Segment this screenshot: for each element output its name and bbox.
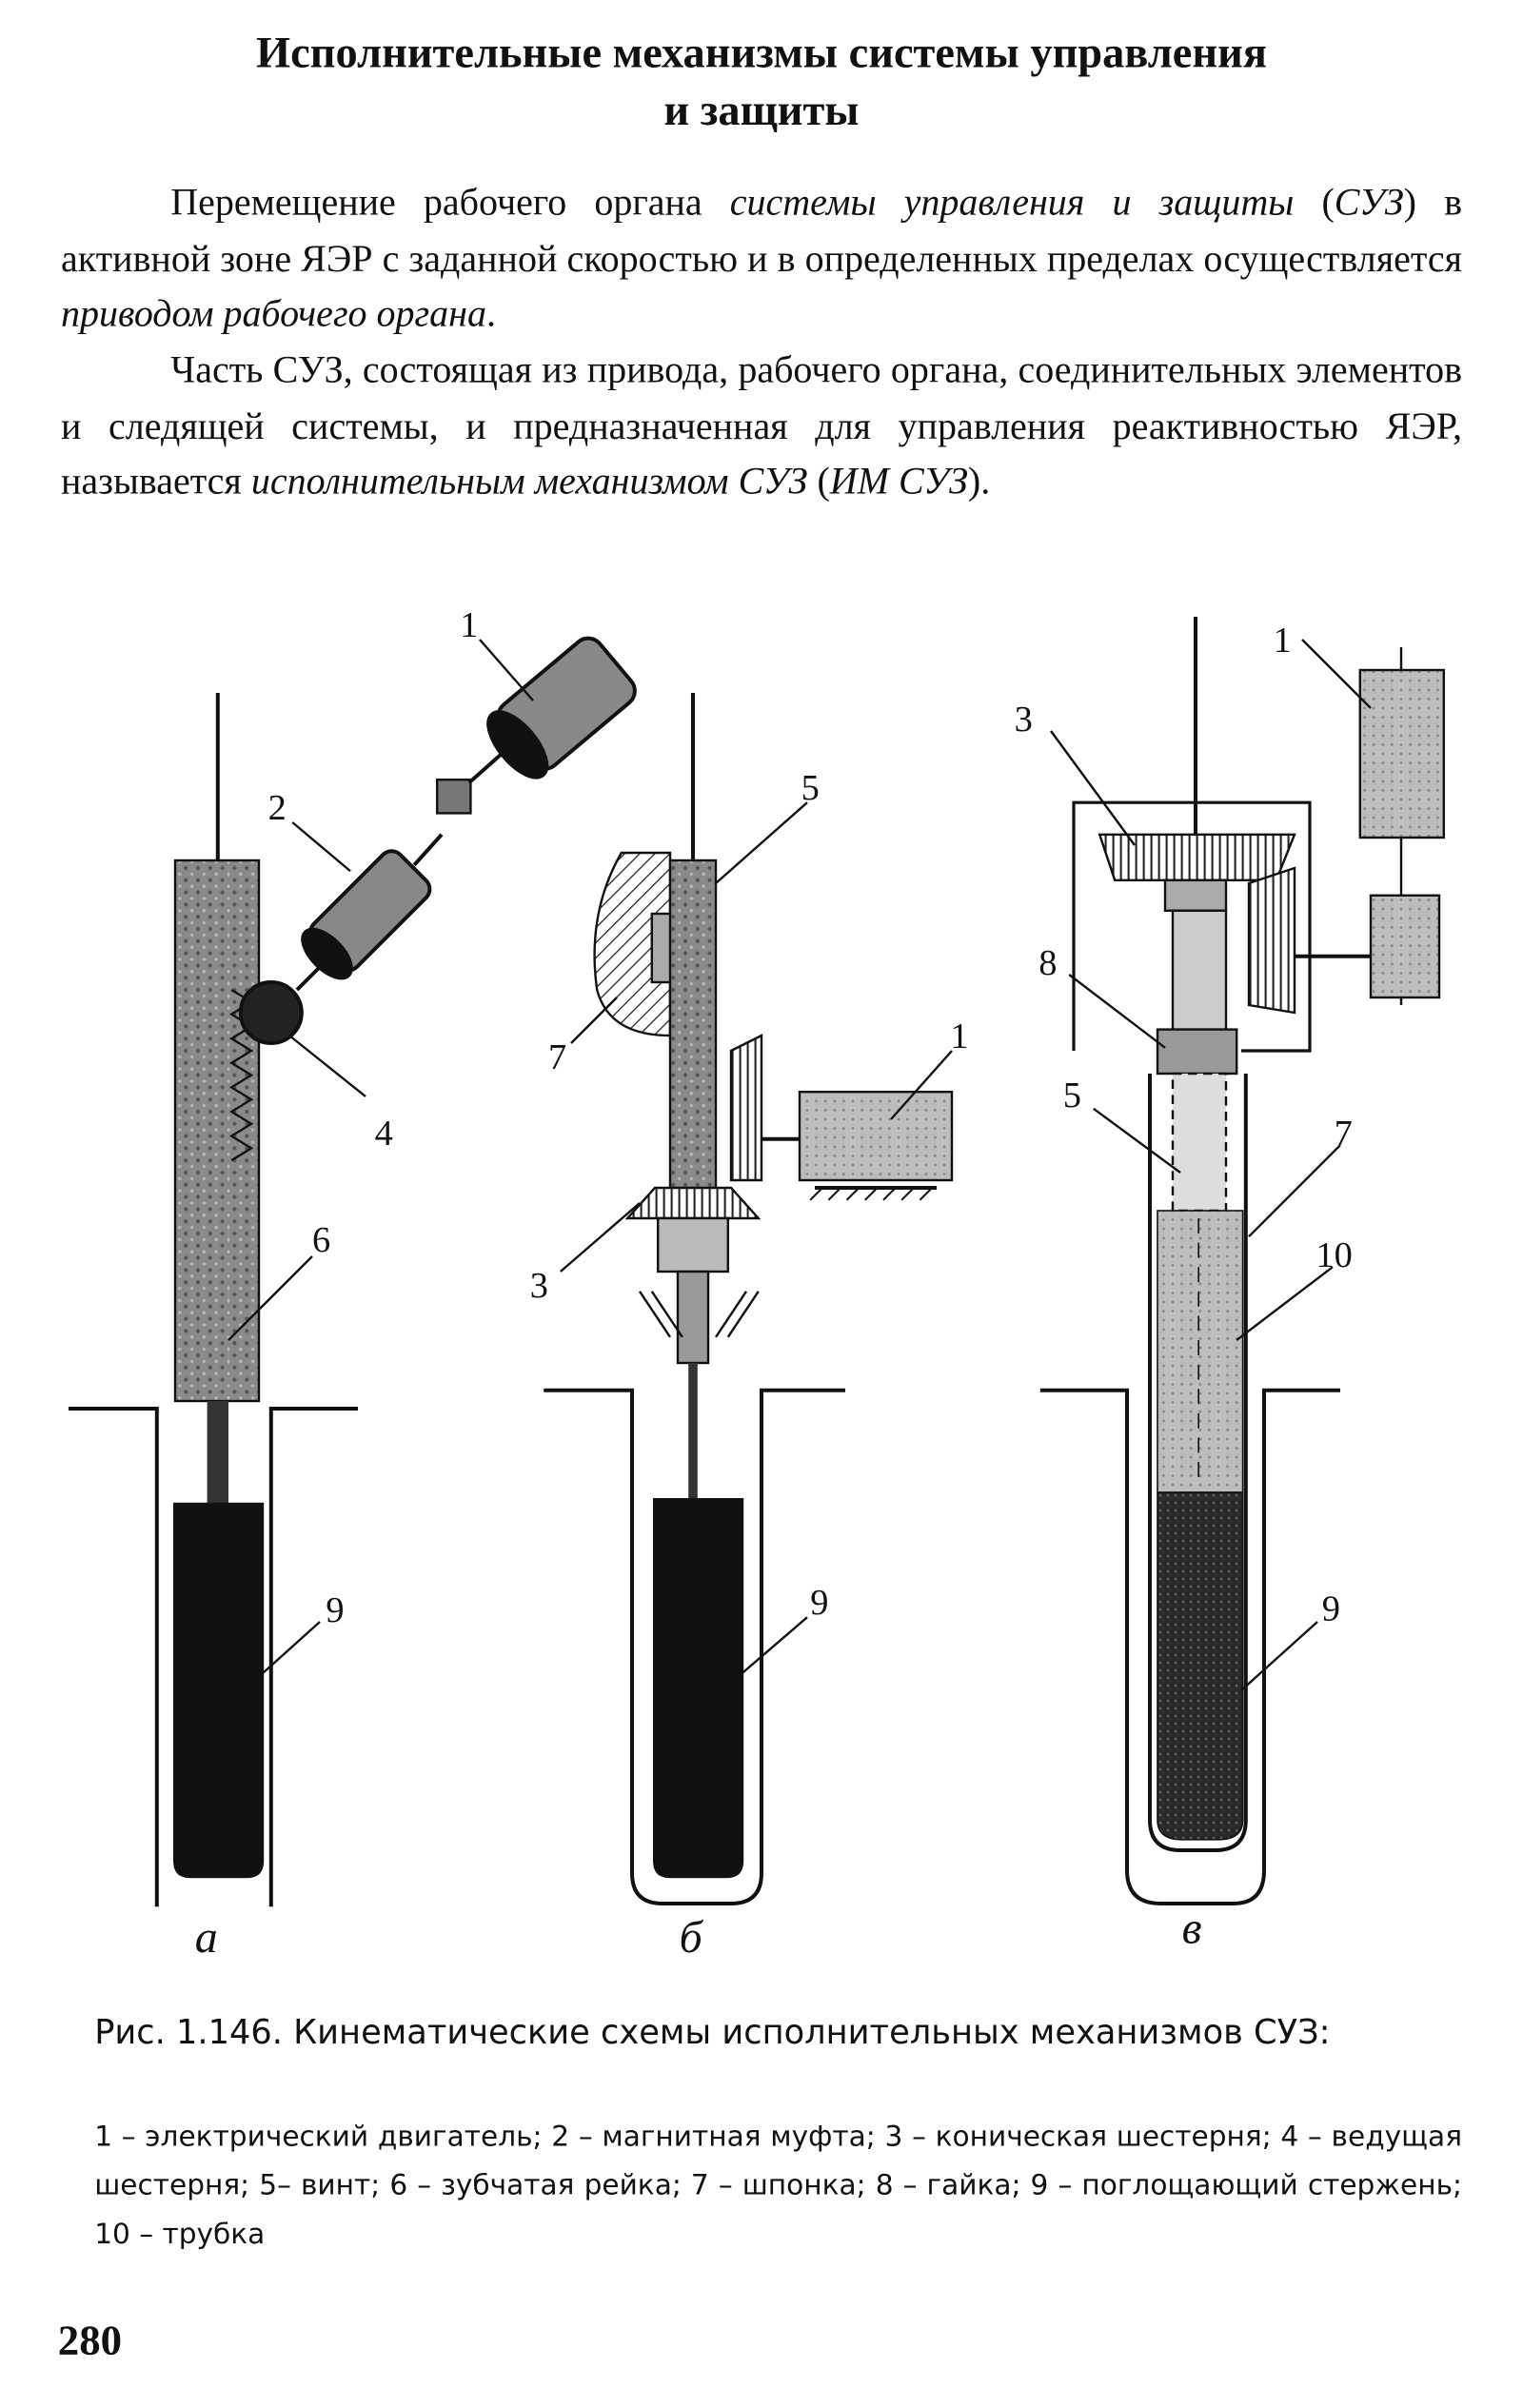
tube-channel-c [1148,1074,1248,1853]
drive-gear [238,980,304,1046]
electric-motor-a [486,636,637,780]
text: ( [807,461,830,503]
magnetic-coupling [301,849,432,980]
term: исполнительным механизмом СУЗ [250,461,808,503]
screw-c [1171,1072,1228,1213]
page-title: Исполнительные механизмы системы управле… [61,25,1462,141]
text: . [486,293,496,335]
page-number: 280 [57,2318,122,2365]
label-b-5: 5 [801,768,820,808]
label-a-1: 1 [460,605,478,645]
absorber-rod-c [1157,1491,1244,1841]
text: ( [1294,183,1335,225]
label-c-5: 5 [1063,1076,1081,1115]
figure-caption-title: Рис. 1.146. Кинематические схемы исполни… [94,2014,1331,2053]
nut [1156,1028,1238,1076]
subfigure-label-b: б [680,1912,704,1963]
scheme-c [1039,617,1446,1906]
label-c-9: 9 [1322,1589,1340,1628]
text: ) в активной зоне ЯЭР с заданной скорост… [61,183,1462,280]
label-a-4: 4 [375,1114,393,1154]
term: системы управления и защиты [729,183,1295,225]
label-c-7: 7 [1335,1114,1353,1154]
label-a-9: 9 [326,1590,344,1630]
term: ИМ СУЗ [829,461,968,503]
label-c-3: 3 [1015,700,1033,740]
bevel-gear-b [624,1186,762,1220]
absorber-rod-b [653,1498,744,1879]
label-b-1: 1 [950,1016,968,1056]
label-c-10: 10 [1315,1235,1352,1275]
label-c-1: 1 [1274,621,1292,661]
absorber-rod-a [173,1502,265,1879]
title-line-1: Исполнительные механизмы системы управле… [256,29,1267,78]
term: приводом рабочего органа [61,293,486,335]
kinematic-schemes-figure: 1 2 4 6 9 а 5 7 1 3 9 б 1 3 8 5 7 10 9 в [69,605,1446,1963]
electric-motor-c [1358,668,1446,839]
label-b-3: 3 [530,1266,548,1306]
screw-b [668,859,718,1205]
label-b-9: 9 [810,1583,828,1623]
subfigure-label-a: а [195,1912,218,1963]
paragraph-2: Часть СУЗ, состоящая из привода, рабочег… [61,345,1462,511]
text: Перемещение рабочего органа [170,183,730,225]
paragraph-1: Перемещение рабочего органа системы упра… [61,177,1462,344]
key [593,851,672,1037]
figure-caption-legend: 1 – электрический двигатель; 2 – магнитн… [94,2121,1463,2251]
toothed-rack [173,859,261,1403]
electric-motor-b [798,1091,954,1182]
title-line-2: и защиты [663,87,860,136]
tube [1157,1210,1244,1493]
label-a-6: 6 [312,1220,330,1260]
label-c-8: 8 [1038,943,1057,983]
text: Часть СУЗ, состоящая из привода, рабочег… [61,350,1463,503]
label-a-2: 2 [268,788,287,828]
scheme-a [69,636,637,1907]
label-b-7: 7 [548,1037,566,1077]
term: СУЗ [1334,183,1404,225]
bevel-gear-c [1098,833,1296,882]
subfigure-label-c: в [1182,1904,1202,1954]
text: ). [967,461,991,503]
scheme-b [544,693,954,1906]
